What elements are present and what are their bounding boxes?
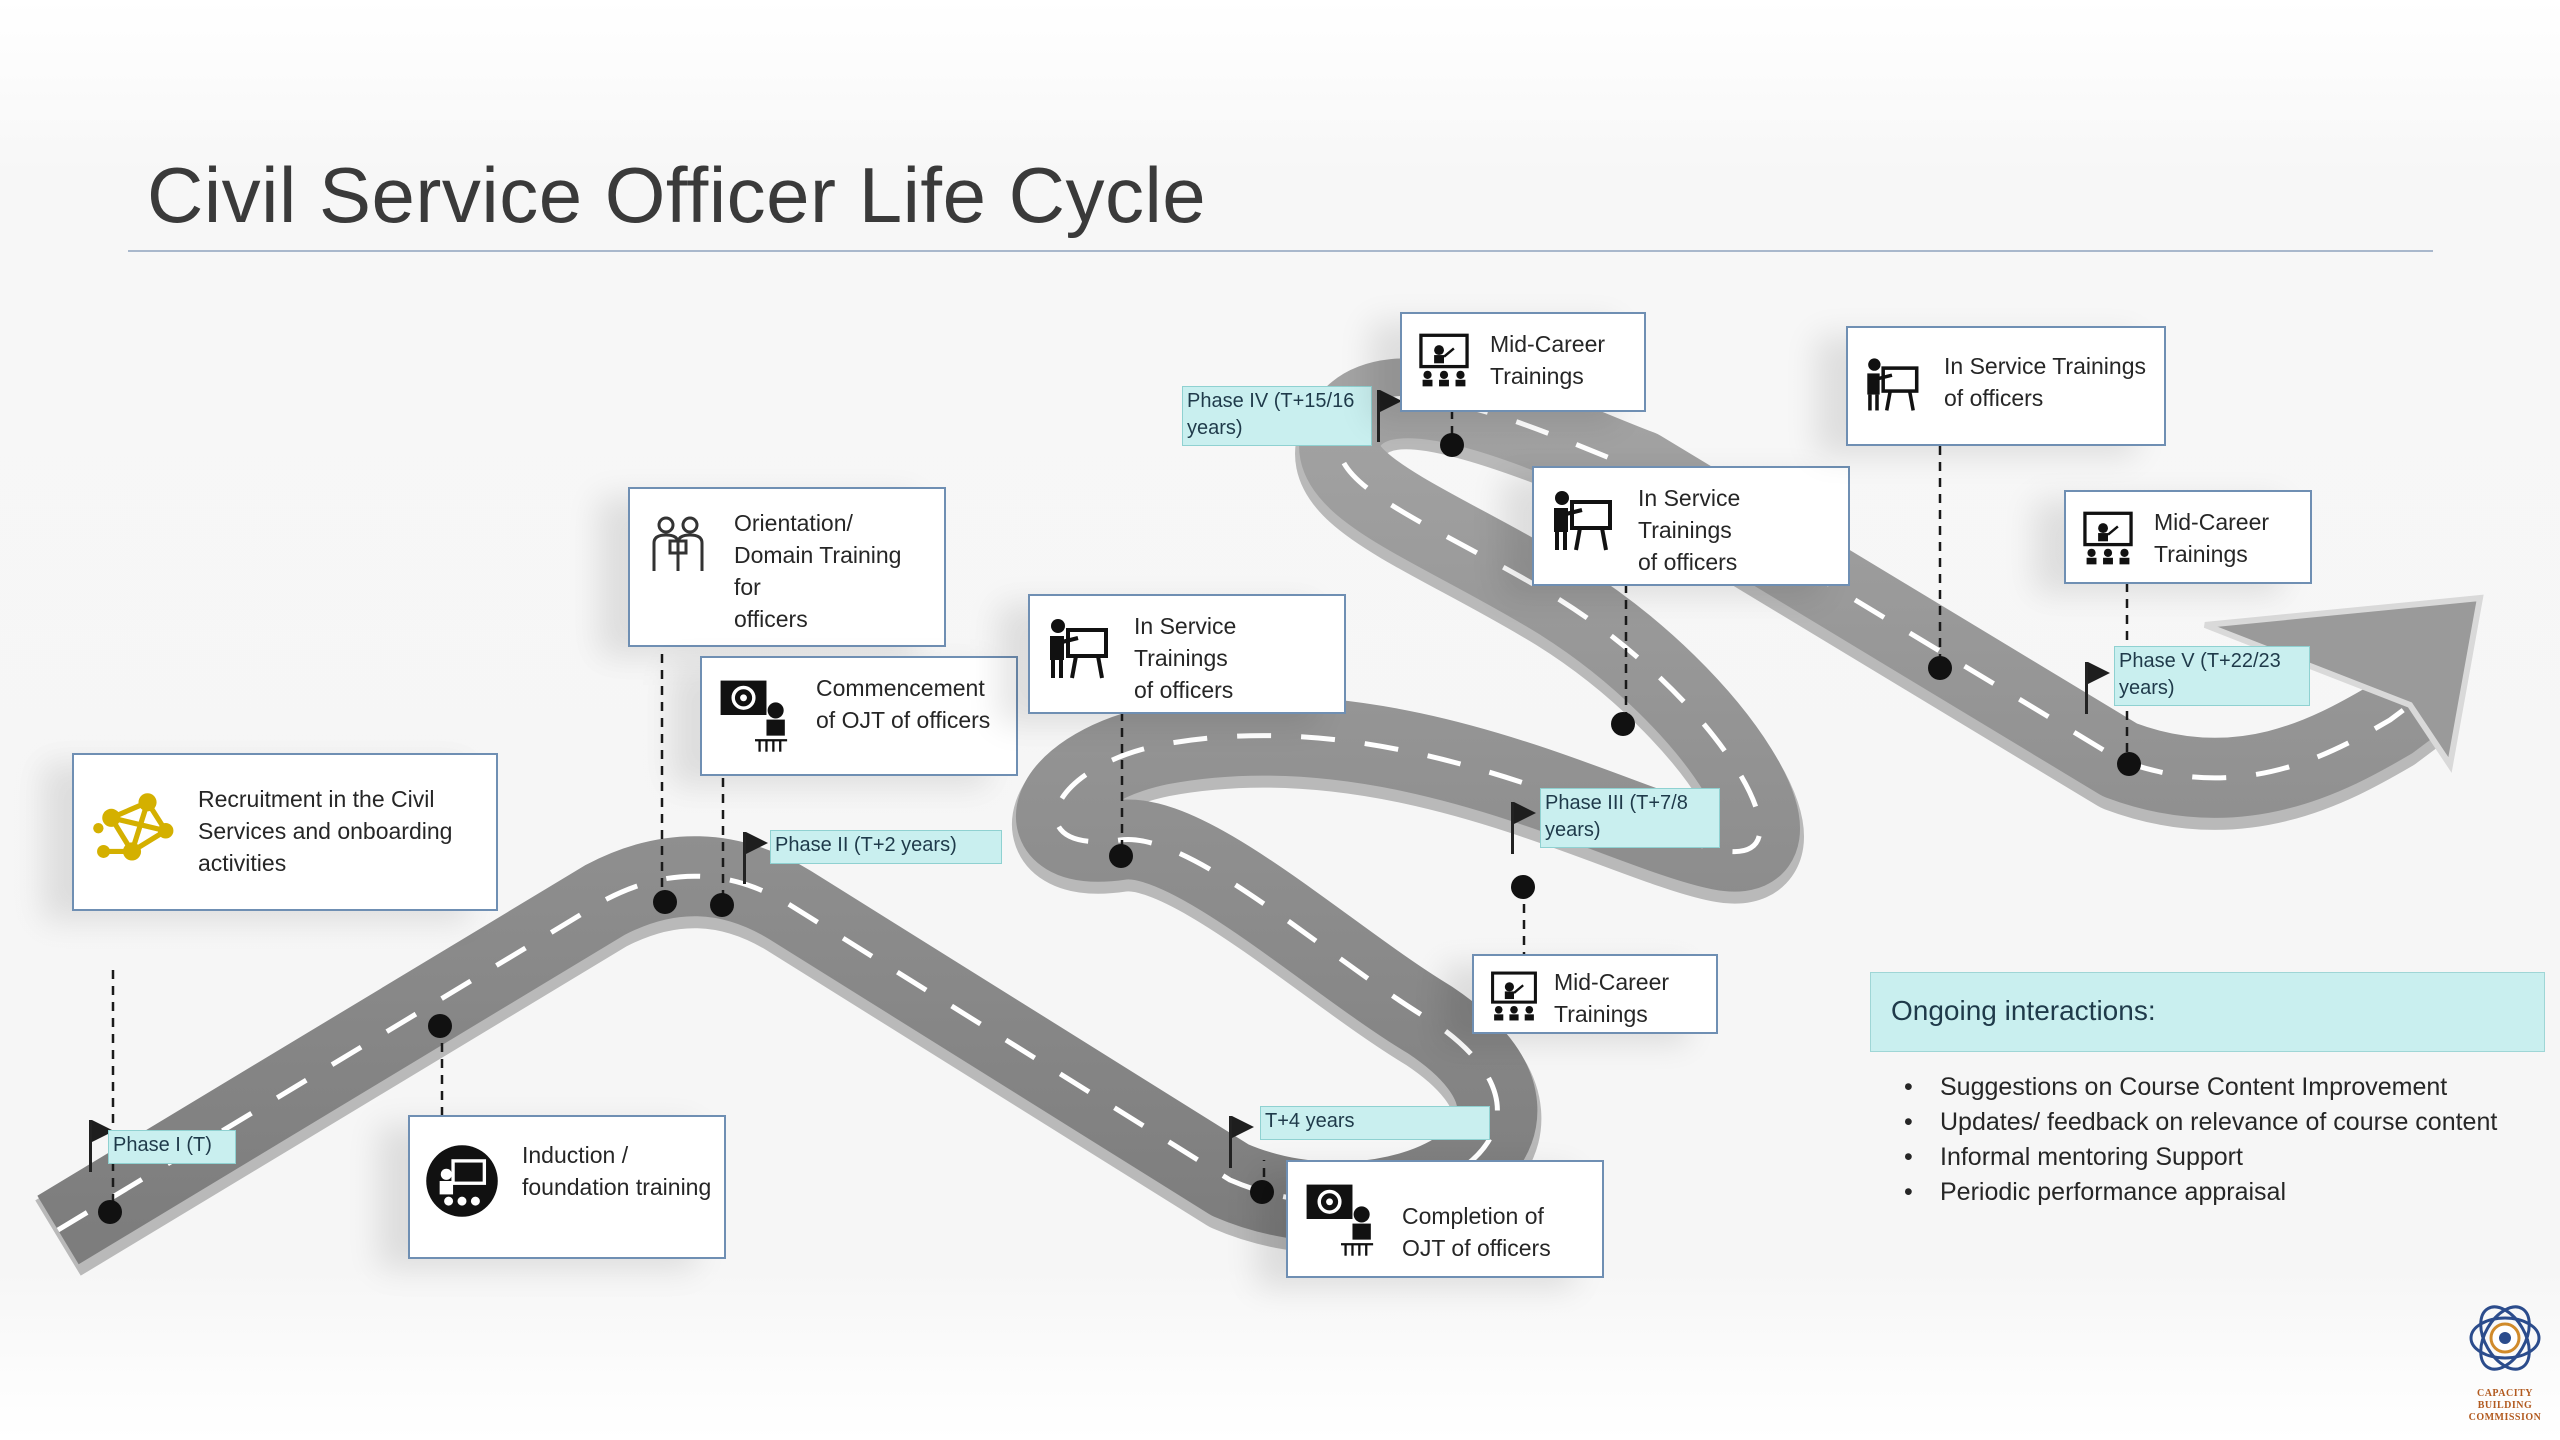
ongoing-interactions-list: •Suggestions on Course Content Improveme… — [1898, 1070, 2538, 1210]
flag-icon — [2082, 662, 2112, 714]
capacity-building-commission-logo: CAPACITY BUILDING COMMISSION — [2455, 1290, 2555, 1430]
gear-presenter-icon — [1306, 1184, 1374, 1256]
milestone-dot — [653, 890, 677, 914]
gear-presenter-icon — [720, 680, 788, 752]
milestone-dot — [1511, 875, 1535, 899]
road-arrowhead — [2203, 594, 2484, 773]
list-item-text: Periodic performance appraisal — [1940, 1178, 2287, 1206]
card-in-service-1: In Service Trainings of officers — [1028, 594, 1346, 714]
phase-label-t4: T+4 years — [1260, 1106, 1490, 1140]
presenter-icon — [1554, 491, 1612, 551]
card-in-service-3: In Service Trainings of officers — [1846, 326, 2166, 446]
card-completion-ojt: Completion of OJT of officers — [1286, 1160, 1604, 1278]
flag-icon — [1508, 802, 1538, 854]
milestone-dot — [1440, 433, 1464, 457]
presenter-icon — [1050, 619, 1108, 679]
title-divider — [128, 250, 2433, 252]
logo-text: CAPACITY BUILDING COMMISSION — [2468, 1388, 2542, 1423]
network-icon — [93, 793, 174, 861]
screen-audience-icon — [2083, 511, 2133, 565]
list-item: •Updates/ feedback on relevance of cours… — [1904, 1108, 2498, 1136]
milestone-dot — [1250, 1180, 1274, 1204]
card-orientation-text: Orientation/ Domain Training for officer… — [734, 510, 902, 632]
milestone-dot — [710, 893, 734, 917]
card-mid-career-1-text: Mid-Career Trainings — [1554, 969, 1670, 1027]
card-in-service-2-text: In Service Trainings of officers — [1638, 485, 1741, 575]
list-item: •Informal mentoring Support — [1904, 1143, 2243, 1171]
training-icon — [426, 1145, 498, 1217]
card-induction: Induction / foundation training — [408, 1115, 726, 1259]
screen-audience-icon — [1419, 333, 1469, 387]
screen-audience-icon — [1491, 971, 1537, 1021]
card-mid-career-3-text: Mid-Career Trainings — [2154, 509, 2270, 567]
card-commencement-ojt-text: Commencement of OJT of officers — [816, 675, 991, 733]
card-orientation: Orientation/ Domain Training for officer… — [628, 487, 946, 647]
team-icon — [652, 516, 704, 571]
milestone-dot — [2117, 752, 2141, 776]
card-recruitment-text: Recruitment in the Civil Services and on… — [198, 786, 453, 876]
card-commencement-ojt: Commencement of OJT of officers — [700, 656, 1018, 776]
phase-label-4: Phase IV (T+15/16 years) — [1182, 386, 1372, 446]
ongoing-interactions-heading: Ongoing interactions: — [1870, 972, 2545, 1052]
milestone-dot — [98, 1200, 122, 1224]
flag-icon — [1226, 1116, 1256, 1168]
phase-label-1: Phase I (T) — [108, 1130, 236, 1164]
milestone-dot — [1928, 656, 1952, 680]
card-induction-text: Induction / foundation training — [522, 1142, 712, 1200]
milestone-dot — [1109, 844, 1133, 868]
phase-label-5: Phase V (T+22/23 years) — [2114, 646, 2310, 706]
card-mid-career-2-text: Mid-Career Trainings — [1490, 331, 1606, 389]
card-completion-ojt-text: Completion of OJT of officers — [1402, 1203, 1551, 1261]
presenter-icon — [1867, 358, 1919, 411]
milestone-dot — [428, 1014, 452, 1038]
card-mid-career-1: Mid-Career Trainings — [1472, 954, 1718, 1034]
card-mid-career-2: Mid-Career Trainings — [1400, 312, 1646, 412]
list-item-text: Informal mentoring Support — [1940, 1143, 2243, 1171]
card-recruitment: Recruitment in the Civil Services and on… — [72, 753, 498, 911]
phase-label-3: Phase III (T+7/8 years) — [1540, 788, 1720, 848]
phase-label-2: Phase II (T+2 years) — [770, 830, 1002, 864]
list-item-text: Updates/ feedback on relevance of course… — [1940, 1108, 2498, 1136]
card-in-service-2: In Service Trainings of officers — [1532, 466, 1850, 586]
flag-icon — [1374, 390, 1404, 442]
card-in-service-1-text: In Service Trainings of officers — [1134, 613, 1237, 703]
list-item-text: Suggestions on Course Content Improvemen… — [1940, 1073, 2448, 1101]
list-item: •Periodic performance appraisal — [1904, 1178, 2287, 1206]
card-mid-career-3: Mid-Career Trainings — [2064, 490, 2312, 584]
page-title: Civil Service Officer Life Cycle — [147, 151, 1207, 239]
milestone-dot — [1611, 712, 1635, 736]
card-in-service-3-text: In Service Trainings of officers — [1944, 353, 2146, 411]
flag-icon — [740, 832, 770, 884]
list-item: •Suggestions on Course Content Improveme… — [1904, 1073, 2448, 1101]
emblem-icon — [2469, 1305, 2541, 1371]
